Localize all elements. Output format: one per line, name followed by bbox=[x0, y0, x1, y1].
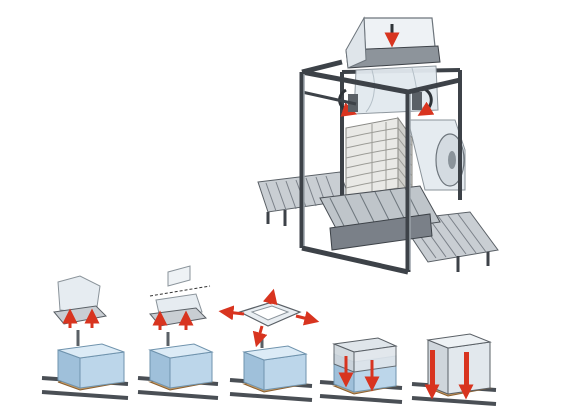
step-4 bbox=[319, 337, 403, 404]
front-arrow-icon bbox=[252, 325, 268, 348]
step-2 bbox=[137, 265, 219, 400]
right-arrow-icon bbox=[295, 310, 320, 326]
left-arrow-icon bbox=[218, 305, 245, 321]
back-arrow-icon bbox=[262, 288, 278, 306]
machine-frame-front bbox=[299, 59, 461, 275]
frame-highlight bbox=[303, 74, 411, 270]
hood-film-dispenser bbox=[345, 16, 441, 69]
hood-edge-red bbox=[464, 352, 469, 390]
step-5 bbox=[411, 333, 497, 406]
stretch-hood-machine bbox=[257, 16, 499, 275]
cut-line bbox=[149, 285, 211, 297]
film-roll bbox=[407, 119, 466, 191]
step-sequence bbox=[41, 265, 497, 406]
step-1 bbox=[41, 275, 129, 400]
hood-edge-red bbox=[430, 350, 435, 390]
step-3 bbox=[218, 288, 320, 402]
